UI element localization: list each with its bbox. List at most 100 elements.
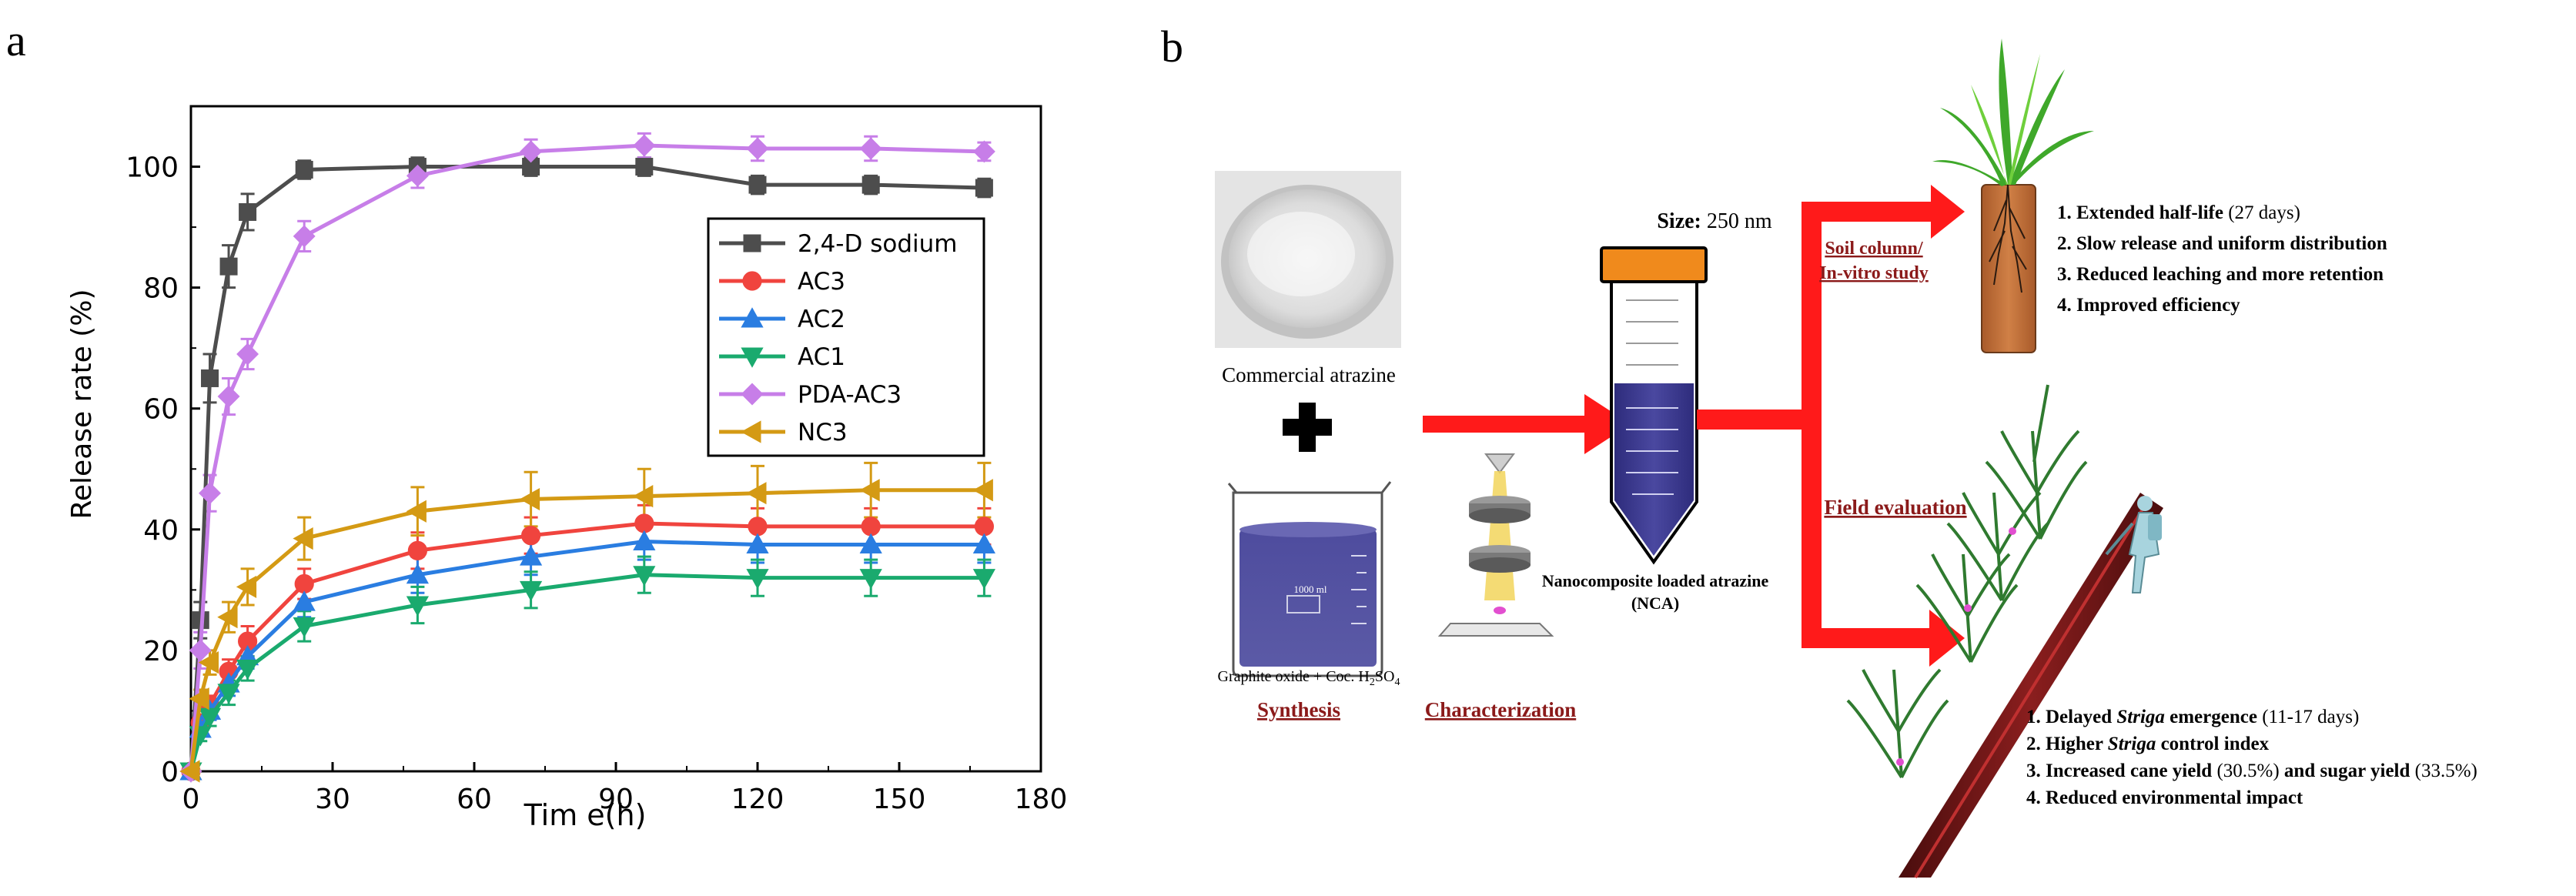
plus-icon	[1283, 403, 1332, 452]
x-axis-title: Tim e(h)	[524, 798, 647, 832]
soil-result-4: 4. Improved efficiency	[2057, 295, 2240, 316]
data-point-0-5	[295, 160, 313, 179]
data-point-5-6	[406, 500, 427, 523]
nca-label-line1: Nanocomposite loaded atrazine	[1542, 571, 1769, 590]
data-point-2-7	[520, 545, 543, 566]
data-point-5-2	[198, 651, 219, 674]
y-tick-label-0: 0	[161, 757, 179, 788]
legend-marker-1	[742, 271, 762, 291]
data-point-1-8	[634, 513, 654, 533]
data-point-1-6	[407, 540, 428, 560]
data-point-3-3	[217, 684, 240, 704]
field-result-3-part-1: (30.5%)	[2212, 761, 2279, 781]
series-line-4	[189, 143, 985, 772]
series-layer	[179, 134, 995, 783]
field-illustration-icon	[1846, 384, 2163, 879]
data-point-3-7	[520, 580, 543, 602]
field-result-3-part-0: 3. Increased cane yield	[2026, 761, 2212, 781]
data-point-5-7	[519, 487, 540, 511]
data-point-4-1	[189, 639, 212, 662]
data-point-5-10	[859, 479, 880, 502]
chart-a: Release rate (%) Tim e(h) 0 30 60 90 120 150 1…	[66, 105, 1068, 832]
field-result-1-part-1: Striga	[2116, 707, 2165, 727]
field-result-1-part-0: 1. Delayed	[2026, 707, 2116, 727]
x-tick-label-3: 90	[598, 784, 634, 815]
field-result-3: 3. Increased cane yield (30.5%) and suga…	[2026, 761, 2477, 781]
data-point-3-8	[633, 566, 656, 587]
farmer-sprayer-icon	[2105, 496, 2162, 593]
soil-result-1: 1. Extended half-life (27 days)	[2057, 202, 2300, 223]
field-result-3-part-2: and sugar yield	[2280, 761, 2410, 781]
data-point-1-5	[294, 573, 314, 594]
data-point-5-1	[189, 687, 209, 710]
y-axis-title: Release rate (%)	[66, 289, 98, 520]
y-tick-label-2: 40	[143, 515, 179, 547]
branch-arrows	[1697, 185, 1965, 667]
series-line-0	[189, 165, 985, 772]
nca-label-line2: (NCA)	[1631, 593, 1679, 613]
legend-label-0: 2,4-D sodium	[798, 230, 957, 258]
characterization-label: Characterization	[1425, 698, 1576, 721]
beaker-icon	[1227, 481, 1392, 677]
x-tick-label-4: 120	[731, 784, 785, 815]
atrazine-powder-photo	[1215, 171, 1401, 348]
x-tick-label-6: 180	[1015, 784, 1068, 815]
field-result-2: 2. Higher Striga control index	[2026, 734, 2270, 754]
legend-label-1: AC3	[798, 268, 845, 296]
data-point-3-2	[198, 707, 222, 729]
soil-result-3: 3. Reduced leaching and more retention	[2057, 264, 2384, 285]
y-tick-label-3: 60	[143, 394, 179, 426]
y-tick-label-1: 20	[143, 636, 179, 667]
soil-column-label-line1: Soil column/	[1825, 239, 1923, 259]
field-result-3-part-3: (33.5%)	[2410, 761, 2477, 781]
data-point-5-8	[633, 485, 654, 508]
data-point-4-8	[633, 134, 656, 157]
legend-box	[707, 217, 985, 457]
series-2-errorbars	[193, 522, 992, 737]
data-point-1-7	[521, 526, 541, 546]
legend-marker-3	[741, 347, 764, 368]
data-point-5-4	[236, 575, 257, 599]
data-point-4-2	[199, 482, 221, 505]
y-tick-label-4: 80	[143, 273, 179, 305]
field-result-4-part-0: 4. Reduced environmental impact	[2026, 787, 2303, 808]
legend-label-4: PDA-AC3	[798, 381, 902, 409]
data-point-2-9	[746, 533, 769, 553]
characterization-instrument-icon	[1437, 453, 1554, 637]
legend-marker-2	[741, 307, 764, 328]
data-point-2-8	[633, 530, 656, 551]
data-point-5-11	[972, 479, 993, 502]
data-point-2-10	[859, 533, 882, 553]
data-point-4-9	[746, 137, 769, 160]
series-3	[179, 566, 995, 783]
data-point-3-11	[972, 569, 995, 590]
data-point-0-10	[861, 176, 880, 194]
x-tick-label-5: 150	[873, 784, 926, 815]
panel-b-label: b	[1161, 22, 1183, 72]
legend-marker-5	[741, 420, 761, 443]
series-5	[179, 479, 993, 783]
data-point-4-4	[236, 343, 259, 366]
legend-label-3: AC1	[798, 343, 845, 371]
data-point-2-11	[972, 533, 995, 553]
field-result-2-part-0: 2. Higher	[2026, 734, 2108, 754]
data-point-0-3	[219, 257, 238, 276]
data-point-0-2	[201, 369, 219, 387]
y-axis-title-group: Release rate (%)	[66, 289, 98, 520]
data-point-0-9	[748, 176, 767, 194]
soil-result-2: 2. Slow release and uniform distribution	[2057, 233, 2387, 254]
field-result-1-part-2: emergence	[2165, 707, 2257, 727]
data-point-4-6	[406, 164, 429, 187]
field-result-1: 1. Delayed Striga emergence (11-17 days)	[2026, 707, 2359, 727]
arrow-to-nca	[1423, 394, 1631, 454]
data-point-3-5	[293, 617, 316, 638]
y-tick-label-5: 100	[125, 152, 179, 184]
data-point-3-4	[236, 659, 259, 680]
data-point-1-11	[974, 517, 995, 537]
x-tick-label-2: 60	[457, 784, 492, 815]
data-point-5-3	[217, 606, 238, 629]
x-tick-label-1: 30	[315, 784, 350, 815]
data-point-0-4	[239, 202, 257, 221]
